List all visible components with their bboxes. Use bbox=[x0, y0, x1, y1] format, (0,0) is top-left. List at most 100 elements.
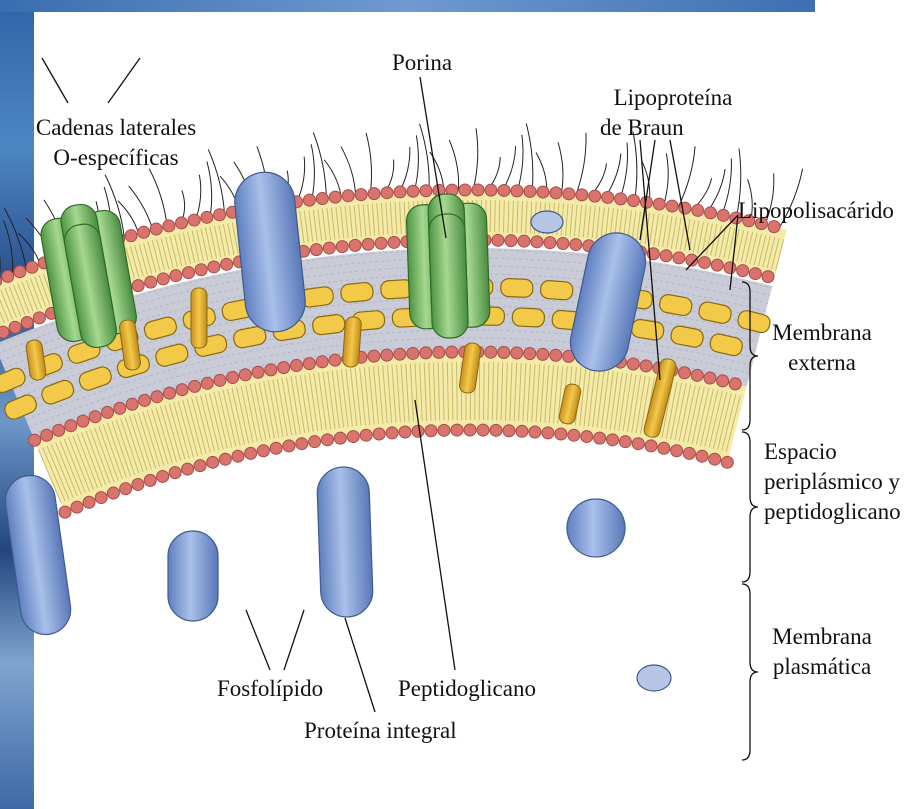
o-chain-line bbox=[664, 153, 668, 204]
phospholipid-head bbox=[101, 406, 113, 418]
phospholipid-head bbox=[239, 369, 251, 381]
phospholipid-head bbox=[691, 369, 703, 381]
phospholipid-head bbox=[524, 348, 536, 360]
lps-head bbox=[329, 191, 341, 203]
phospholipid-head bbox=[157, 273, 169, 285]
lps-head bbox=[459, 184, 471, 196]
phospholipid-head bbox=[671, 445, 683, 457]
phospholipid-head bbox=[334, 432, 346, 444]
phospholipid-head bbox=[329, 354, 341, 366]
phospholipid-head bbox=[309, 436, 321, 448]
o-chain-line bbox=[517, 135, 523, 191]
phospholipid-head bbox=[627, 358, 639, 370]
phospholipid-head bbox=[265, 364, 277, 376]
phospholipid-head bbox=[544, 237, 556, 249]
phospholipid-head bbox=[164, 387, 176, 399]
phospholipid-head bbox=[699, 257, 711, 269]
phospholipid-head bbox=[107, 487, 119, 499]
phospholipid-head bbox=[283, 440, 295, 452]
phospholipid-head bbox=[65, 420, 77, 432]
label-espacio-periplasmico: Espacio periplásmico y peptidoglicano bbox=[764, 437, 901, 527]
label-lipoproteina-line2: de Braun bbox=[598, 113, 748, 143]
phospholipid-head bbox=[529, 426, 541, 438]
lps-head bbox=[303, 194, 315, 206]
phospholipid-head bbox=[407, 347, 419, 359]
lps-head bbox=[420, 185, 432, 197]
phospholipid-head bbox=[83, 496, 95, 508]
phospholipid-head bbox=[53, 424, 65, 436]
phospholipid-head bbox=[257, 445, 269, 457]
braun-lipoprotein bbox=[342, 317, 361, 368]
lps-head bbox=[381, 187, 393, 199]
lps-head bbox=[628, 194, 640, 206]
label-cadenas-line1: Cadenas laterales bbox=[18, 113, 214, 143]
lps-head bbox=[316, 193, 328, 205]
region-brace bbox=[742, 584, 758, 760]
integral-protein bbox=[567, 499, 625, 557]
phospholipid-head bbox=[321, 434, 333, 446]
pointer-line bbox=[415, 400, 455, 670]
label-proteina-integral: Proteína integral bbox=[304, 716, 457, 746]
phospholipid-head bbox=[607, 434, 619, 446]
o-chain-line bbox=[414, 135, 418, 191]
integral-protein bbox=[168, 531, 218, 621]
label-membrana-externa-line1: Membrana bbox=[762, 318, 882, 348]
lps-head bbox=[615, 193, 627, 205]
o-chain-line bbox=[449, 140, 458, 190]
lps-head bbox=[26, 261, 38, 273]
label-lipopolisacarido: Lipopolisacárido bbox=[738, 196, 894, 226]
phospholipid-head bbox=[640, 360, 652, 372]
phospholipid-head bbox=[349, 239, 361, 251]
phospholipid-head bbox=[619, 436, 631, 448]
lps-head bbox=[176, 217, 188, 229]
o-chain-line bbox=[707, 169, 725, 212]
phospholipid-head bbox=[581, 431, 593, 443]
o-chain-line bbox=[420, 124, 430, 191]
phospholipid-head bbox=[425, 425, 437, 437]
phospholipid-head bbox=[362, 238, 374, 250]
lps-head bbox=[214, 209, 226, 221]
lps-head bbox=[355, 189, 367, 201]
phospholipid-head bbox=[498, 347, 510, 359]
phospholipid-head bbox=[170, 270, 182, 282]
lps-head bbox=[692, 204, 704, 216]
phospholipid-head bbox=[336, 241, 348, 253]
o-chain-line bbox=[311, 144, 314, 200]
lipid-tail bbox=[495, 200, 496, 232]
phospholipid-head bbox=[721, 456, 733, 468]
phospholipid-head bbox=[446, 346, 458, 358]
lps-head bbox=[394, 186, 406, 198]
phospholipid-head bbox=[737, 265, 749, 277]
phospholipid-head bbox=[537, 348, 549, 360]
phospholipid-head bbox=[717, 375, 729, 387]
phospholipid-head bbox=[368, 350, 380, 362]
phospholipid-head bbox=[208, 261, 220, 273]
label-cadenas-line2: O-específicas bbox=[18, 143, 214, 173]
lps-head bbox=[498, 184, 510, 196]
phospholipid-head bbox=[270, 442, 282, 454]
phospholipid-head bbox=[683, 447, 695, 459]
phospholipid-head bbox=[89, 411, 101, 423]
phospholipid-head bbox=[114, 402, 126, 414]
phospholipid-head bbox=[120, 483, 132, 495]
lps-head bbox=[14, 266, 26, 278]
phospholipid-head bbox=[157, 470, 169, 482]
phospholipid-head bbox=[132, 478, 144, 490]
phospholipid-head bbox=[151, 391, 163, 403]
phospholipid-head bbox=[729, 378, 741, 390]
o-chain-line bbox=[366, 133, 371, 194]
lps-head bbox=[537, 186, 549, 198]
phospholipid-head bbox=[245, 447, 257, 459]
peripheral-protein bbox=[637, 665, 671, 691]
phospholipid-head bbox=[632, 438, 644, 450]
o-chain-line bbox=[4, 221, 13, 275]
pointer-line bbox=[284, 610, 304, 670]
phospholipid-head bbox=[412, 425, 424, 437]
lps-head bbox=[653, 198, 665, 210]
phospholipid-head bbox=[394, 348, 406, 360]
region-brace bbox=[742, 432, 758, 582]
phospholipid-head bbox=[252, 366, 264, 378]
lps-head bbox=[188, 214, 200, 226]
label-lipoproteina-line1: Lipoproteína bbox=[598, 83, 748, 113]
lps-head bbox=[679, 202, 691, 214]
